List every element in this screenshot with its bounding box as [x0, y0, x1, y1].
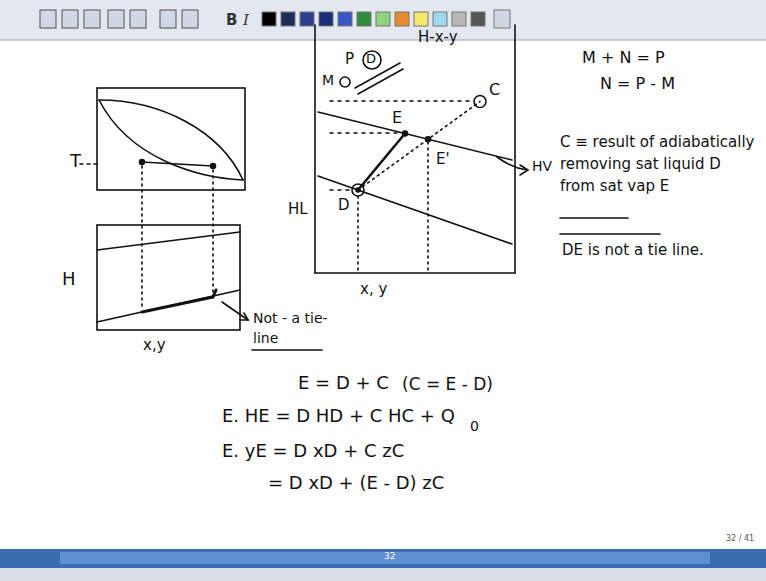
scroll-track [60, 552, 710, 564]
arrow-shaft [222, 302, 248, 320]
handwritten-label: H-x-y [418, 28, 458, 46]
underline [560, 217, 628, 219]
hv-line [318, 112, 512, 160]
handwritten-label: 0 [470, 418, 479, 435]
handwritten-label: E. HE = D HD + C HC + Q [222, 405, 455, 427]
tie-point [211, 164, 216, 169]
point-e-prime [426, 137, 431, 142]
txy-frame [97, 88, 245, 190]
tie-line [142, 162, 213, 166]
handwritten-label: C ≡ result of adiabatically removing sat… [560, 132, 760, 197]
dew-curve [99, 100, 243, 180]
handwritten-label: (C = E - D) [402, 374, 493, 394]
circle-mark [363, 51, 381, 69]
point-c [474, 96, 486, 108]
handwritten-label: M + N = P [582, 48, 665, 67]
point-m [340, 77, 350, 87]
sketch-stroke [358, 69, 403, 94]
projection-line [141, 166, 143, 308]
tool-icons [40, 10, 198, 28]
tie-point [140, 160, 145, 165]
liquid-line [97, 290, 240, 322]
vapour-line [97, 232, 240, 250]
non-tie-line [213, 290, 216, 297]
handwritten-label: E [392, 108, 402, 127]
guide-line [330, 100, 474, 102]
handwritten-label: D [366, 51, 376, 67]
arrow-head [520, 165, 528, 175]
handwritten-label: C [489, 80, 500, 99]
arrow-head [240, 313, 248, 320]
handwritten-label: B [226, 11, 237, 29]
hl-line [318, 176, 512, 244]
arrow-shaft [497, 157, 527, 170]
point-d [356, 188, 360, 192]
point-d [352, 184, 364, 196]
separator [560, 233, 660, 235]
handwritten-label: P [345, 50, 354, 68]
color-swatches [262, 10, 510, 28]
line-dc [358, 102, 480, 191]
handwritten-label: D [338, 196, 350, 214]
non-tie-line [142, 297, 213, 312]
guide-line [330, 189, 352, 191]
handwritten-label: T [70, 150, 81, 172]
guide-line [330, 132, 400, 134]
handwritten-label: N = P - M [600, 74, 675, 93]
handwritten-label: 32 / 41 [726, 534, 754, 544]
scroll-bar [0, 549, 766, 568]
guide-line [80, 163, 97, 165]
underline [252, 349, 322, 351]
bubble-curve [99, 100, 243, 180]
hxy-frame [97, 225, 240, 330]
axis [314, 25, 316, 273]
handwritten-label: HL [288, 200, 308, 218]
handwritten-label: x,y [143, 336, 166, 354]
toolbar [0, 0, 766, 40]
axis [514, 25, 516, 273]
handwritten-label: 32 [384, 551, 395, 562]
handwritten-label: x, y [360, 280, 387, 298]
handwritten-label: I [243, 11, 249, 29]
handwritten-label: M [322, 72, 334, 89]
handwritten-label: Not - a tie-line [253, 308, 331, 349]
handwritten-label: HV [532, 158, 552, 175]
handwritten-label: E. yE = D xD + C zC [222, 440, 404, 462]
handwritten-label: H [62, 268, 76, 290]
handwritten-label: E = D + C [298, 372, 389, 394]
axis [315, 272, 515, 274]
toolbar-border [0, 40, 766, 41]
handwritten-label: = D xD + (E - D) zC [268, 472, 444, 494]
handwritten-label: DE is not a tie line. [562, 240, 712, 262]
handwritten-label: E' [436, 150, 450, 168]
projection-line [357, 196, 359, 273]
point-e [403, 131, 408, 136]
projection-line [212, 170, 214, 294]
projection-line [427, 142, 429, 273]
status-strip [0, 568, 766, 581]
